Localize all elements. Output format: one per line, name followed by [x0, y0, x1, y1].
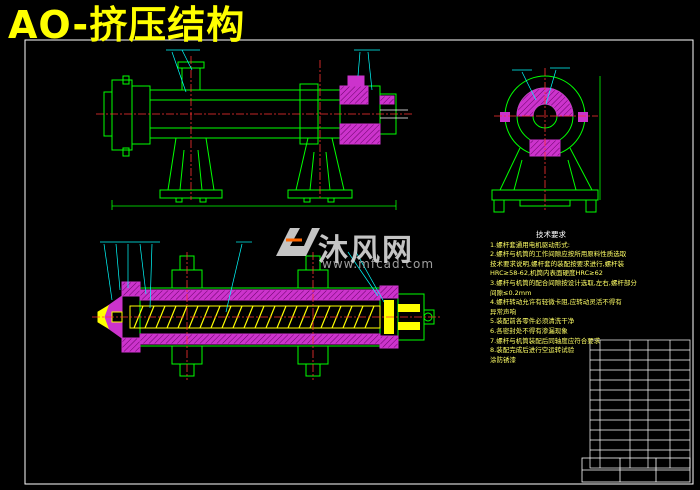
side-view-leaders	[512, 67, 570, 105]
note-line: 6.各密封处不得有渗漏现象	[490, 326, 568, 335]
title-block	[581, 457, 691, 483]
drawing-title: AO-挤压结构	[8, 3, 246, 47]
section-view-centerline	[92, 252, 442, 380]
note-line: 3.螺杆与机筒的配合间隙按设计选取,左右,螺杆部分	[490, 278, 637, 287]
note-line: 异常声响	[490, 307, 516, 316]
screw-flight	[166, 305, 177, 329]
note-line: 间隙≤0.2mm	[490, 288, 532, 297]
note-line: 技术要求说明,螺杆套的装配按要求进行,螺杆装	[490, 259, 625, 268]
front-view-centerline	[96, 56, 412, 200]
screw-flight	[320, 305, 331, 329]
drawing-border	[24, 39, 694, 485]
note-line: 2.螺杆与机筒的工作间隙应按所用原料性质选取	[490, 250, 627, 259]
screw-flight	[155, 305, 166, 329]
note-line: 涂防锈漆	[490, 355, 516, 364]
front-view-shaft	[380, 109, 408, 119]
screw-flight	[221, 305, 232, 329]
note-line: 8.装配完成后进行空运转试验	[490, 346, 575, 355]
section-view-leaders	[100, 241, 385, 313]
note-line: 4.螺杆转动允许有轻微卡阻,应转动灵活不得有	[490, 298, 622, 307]
section-view-hatch	[121, 281, 399, 353]
note-line: 7.螺杆与机筒装配后同轴度应符合要求	[490, 336, 601, 345]
front-view-section	[339, 75, 395, 145]
watermark-url: www.mfcad.com	[322, 257, 435, 271]
technical-notes: 技术要求 1.螺杆套通用电机驱动形式: 2.螺杆与机筒的工作间隙应按所用原料性质…	[490, 230, 690, 365]
technical-notes-heading: 技术要求	[536, 230, 566, 239]
screw-flight	[309, 305, 320, 329]
watermark-brand: 沐风网	[318, 233, 414, 268]
side-view-centerline	[494, 68, 598, 210]
front-view-leaders	[166, 49, 380, 93]
note-line: 5.装配前各零件必须清洗干净	[490, 317, 575, 326]
parts-list	[589, 339, 691, 469]
note-line: 1.螺杆套通用电机驱动形式:	[490, 240, 570, 249]
note-line: HRC≥58-62,机筒内表面硬度HRC≥62	[490, 269, 603, 278]
watermark-logo-icon	[276, 228, 320, 256]
screw-flight	[254, 305, 265, 329]
side-view-section	[500, 87, 588, 157]
